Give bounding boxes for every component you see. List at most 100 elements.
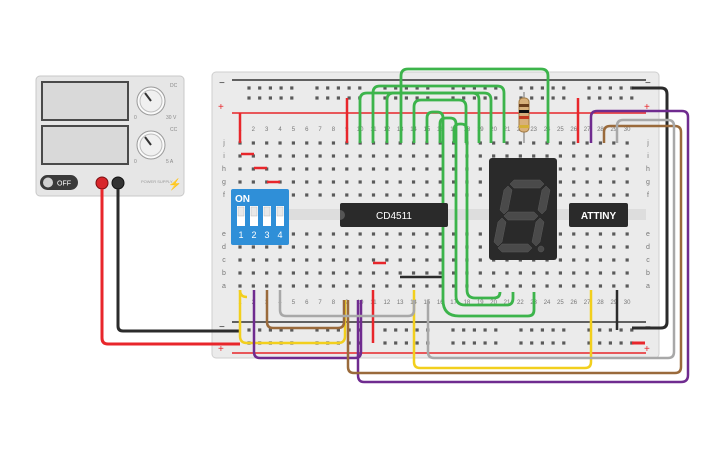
rail-hole[interactable] — [562, 328, 566, 332]
rail-hole[interactable] — [247, 96, 251, 100]
breadboard-hole[interactable] — [291, 232, 295, 236]
rail-hole[interactable] — [336, 328, 340, 332]
breadboard-hole[interactable] — [371, 258, 376, 262]
breadboard-hole[interactable] — [492, 284, 496, 288]
rail-hole[interactable] — [562, 341, 566, 345]
voltage-knob[interactable] — [136, 86, 166, 116]
breadboard-hole[interactable] — [265, 180, 269, 184]
rail-hole[interactable] — [315, 96, 319, 100]
breadboard-hole[interactable] — [438, 167, 442, 171]
rail-hole[interactable] — [315, 86, 319, 90]
breadboard-hole[interactable] — [545, 284, 549, 288]
rail-hole[interactable] — [630, 341, 634, 345]
breadboard-hole[interactable] — [318, 271, 322, 275]
breadboard-hole[interactable] — [371, 232, 376, 236]
breadboard-hole[interactable] — [452, 245, 456, 249]
breadboard-hole[interactable] — [398, 245, 402, 249]
rail-hole[interactable] — [415, 341, 419, 345]
breadboard-hole[interactable] — [425, 154, 429, 158]
breadboard-hole[interactable] — [545, 154, 549, 158]
breadboard-hole[interactable] — [398, 167, 402, 171]
breadboard-hole[interactable] — [612, 167, 616, 171]
breadboard-hole[interactable] — [291, 141, 295, 145]
dip-toggle-knob[interactable] — [263, 206, 271, 217]
rail-hole[interactable] — [451, 341, 455, 345]
breadboard-hole[interactable] — [371, 167, 376, 171]
breadboard-hole[interactable] — [585, 180, 589, 184]
breadboard-hole[interactable] — [398, 232, 402, 236]
breadboard-hole[interactable] — [625, 154, 629, 158]
breadboard-hole[interactable] — [278, 245, 282, 249]
rail-hole[interactable] — [630, 328, 634, 332]
breadboard-hole[interactable] — [318, 141, 322, 145]
dip-toggle-knob[interactable] — [276, 206, 284, 217]
decoder-chip[interactable]: CD4511 — [340, 203, 448, 227]
breadboard-hole[interactable] — [478, 180, 482, 184]
breadboard-hole[interactable] — [385, 154, 389, 158]
breadboard-hole[interactable] — [585, 154, 589, 158]
rail-hole[interactable] — [540, 96, 544, 100]
breadboard-hole[interactable] — [585, 141, 589, 145]
breadboard-hole[interactable] — [305, 284, 309, 288]
breadboard-hole[interactable] — [438, 245, 442, 249]
breadboard-hole[interactable] — [331, 180, 336, 184]
breadboard-hole[interactable] — [625, 245, 629, 249]
rail-hole[interactable] — [326, 328, 330, 332]
breadboard-hole[interactable] — [398, 180, 402, 184]
breadboard-hole[interactable] — [411, 154, 416, 158]
breadboard-hole[interactable] — [478, 284, 482, 288]
breadboard-hole[interactable] — [251, 258, 255, 262]
breadboard-hole[interactable] — [572, 141, 576, 145]
rail-hole[interactable] — [404, 328, 408, 332]
breadboard-hole[interactable] — [452, 154, 456, 158]
breadboard-hole[interactable] — [518, 271, 522, 275]
breadboard-hole[interactable] — [612, 180, 616, 184]
breadboard-hole[interactable] — [625, 284, 629, 288]
breadboard-hole[interactable] — [265, 245, 269, 249]
breadboard-hole[interactable] — [385, 245, 389, 249]
breadboard-hole[interactable] — [598, 154, 603, 158]
breadboard-hole[interactable] — [358, 271, 362, 275]
rail-hole[interactable] — [587, 86, 591, 90]
breadboard-hole[interactable] — [385, 258, 389, 262]
breadboard-hole[interactable] — [411, 271, 416, 275]
breadboard-hole[interactable] — [425, 193, 429, 197]
rail-hole[interactable] — [394, 96, 398, 100]
breadboard-hole[interactable] — [425, 284, 429, 288]
power-switch[interactable]: OFF — [40, 175, 78, 190]
breadboard-hole[interactable] — [238, 167, 242, 171]
breadboard-hole[interactable] — [572, 284, 576, 288]
breadboard-hole[interactable] — [238, 154, 242, 158]
breadboard-hole[interactable] — [612, 193, 616, 197]
breadboard-hole[interactable] — [331, 232, 336, 236]
breadboard-hole[interactable] — [478, 154, 482, 158]
breadboard-hole[interactable] — [625, 141, 629, 145]
rail-hole[interactable] — [279, 328, 283, 332]
breadboard-hole[interactable] — [278, 167, 282, 171]
breadboard-hole[interactable] — [251, 180, 255, 184]
rail-hole[interactable] — [630, 86, 634, 90]
breadboard-hole[interactable] — [278, 284, 282, 288]
breadboard-hole[interactable] — [305, 141, 309, 145]
breadboard-hole[interactable] — [572, 245, 576, 249]
breadboard-hole[interactable] — [572, 271, 576, 275]
breadboard-hole[interactable] — [438, 193, 442, 197]
rail-hole[interactable] — [451, 86, 455, 90]
breadboard-hole[interactable] — [612, 154, 616, 158]
rail-hole[interactable] — [540, 341, 544, 345]
breadboard-hole[interactable] — [331, 167, 336, 171]
breadboard-hole[interactable] — [291, 193, 295, 197]
breadboard-hole[interactable] — [385, 271, 389, 275]
breadboard-hole[interactable] — [265, 258, 269, 262]
rail-hole[interactable] — [608, 328, 612, 332]
rail-hole[interactable] — [394, 341, 398, 345]
breadboard-hole[interactable] — [385, 180, 389, 184]
rail-hole[interactable] — [326, 86, 330, 90]
power-supply[interactable]: DC 0 30 V CC 0 5 A OFF POWER SUPPLY ⚡ — [35, 75, 185, 197]
rail-hole[interactable] — [598, 328, 602, 332]
breadboard-hole[interactable] — [331, 154, 336, 158]
rail-hole[interactable] — [383, 86, 387, 90]
breadboard-hole[interactable] — [305, 258, 309, 262]
breadboard-hole[interactable] — [558, 167, 562, 171]
